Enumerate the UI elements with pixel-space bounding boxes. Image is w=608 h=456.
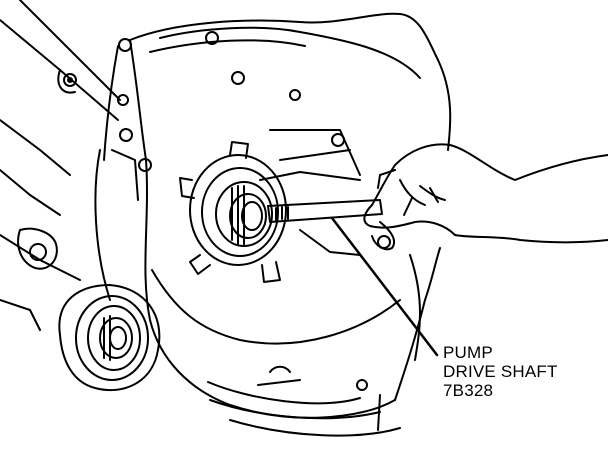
pump-drive-shaft-callout: PUMP DRIVE SHAFT 7B328	[443, 343, 558, 400]
callout-line-1: PUMP	[443, 343, 493, 362]
callout-line-2: DRIVE SHAFT	[443, 362, 558, 381]
case-bottom	[258, 367, 380, 430]
pump-drive-shaft	[268, 200, 382, 222]
case-ribs	[152, 130, 420, 360]
callout-line-3: 7B328	[443, 381, 494, 400]
output-shaft-bore	[59, 285, 159, 390]
technician-hand	[364, 144, 608, 249]
case-housing	[95, 14, 450, 436]
engine-block-left	[0, 0, 120, 330]
pump-housing-bore	[180, 142, 286, 282]
callout-leader-line	[332, 218, 437, 355]
